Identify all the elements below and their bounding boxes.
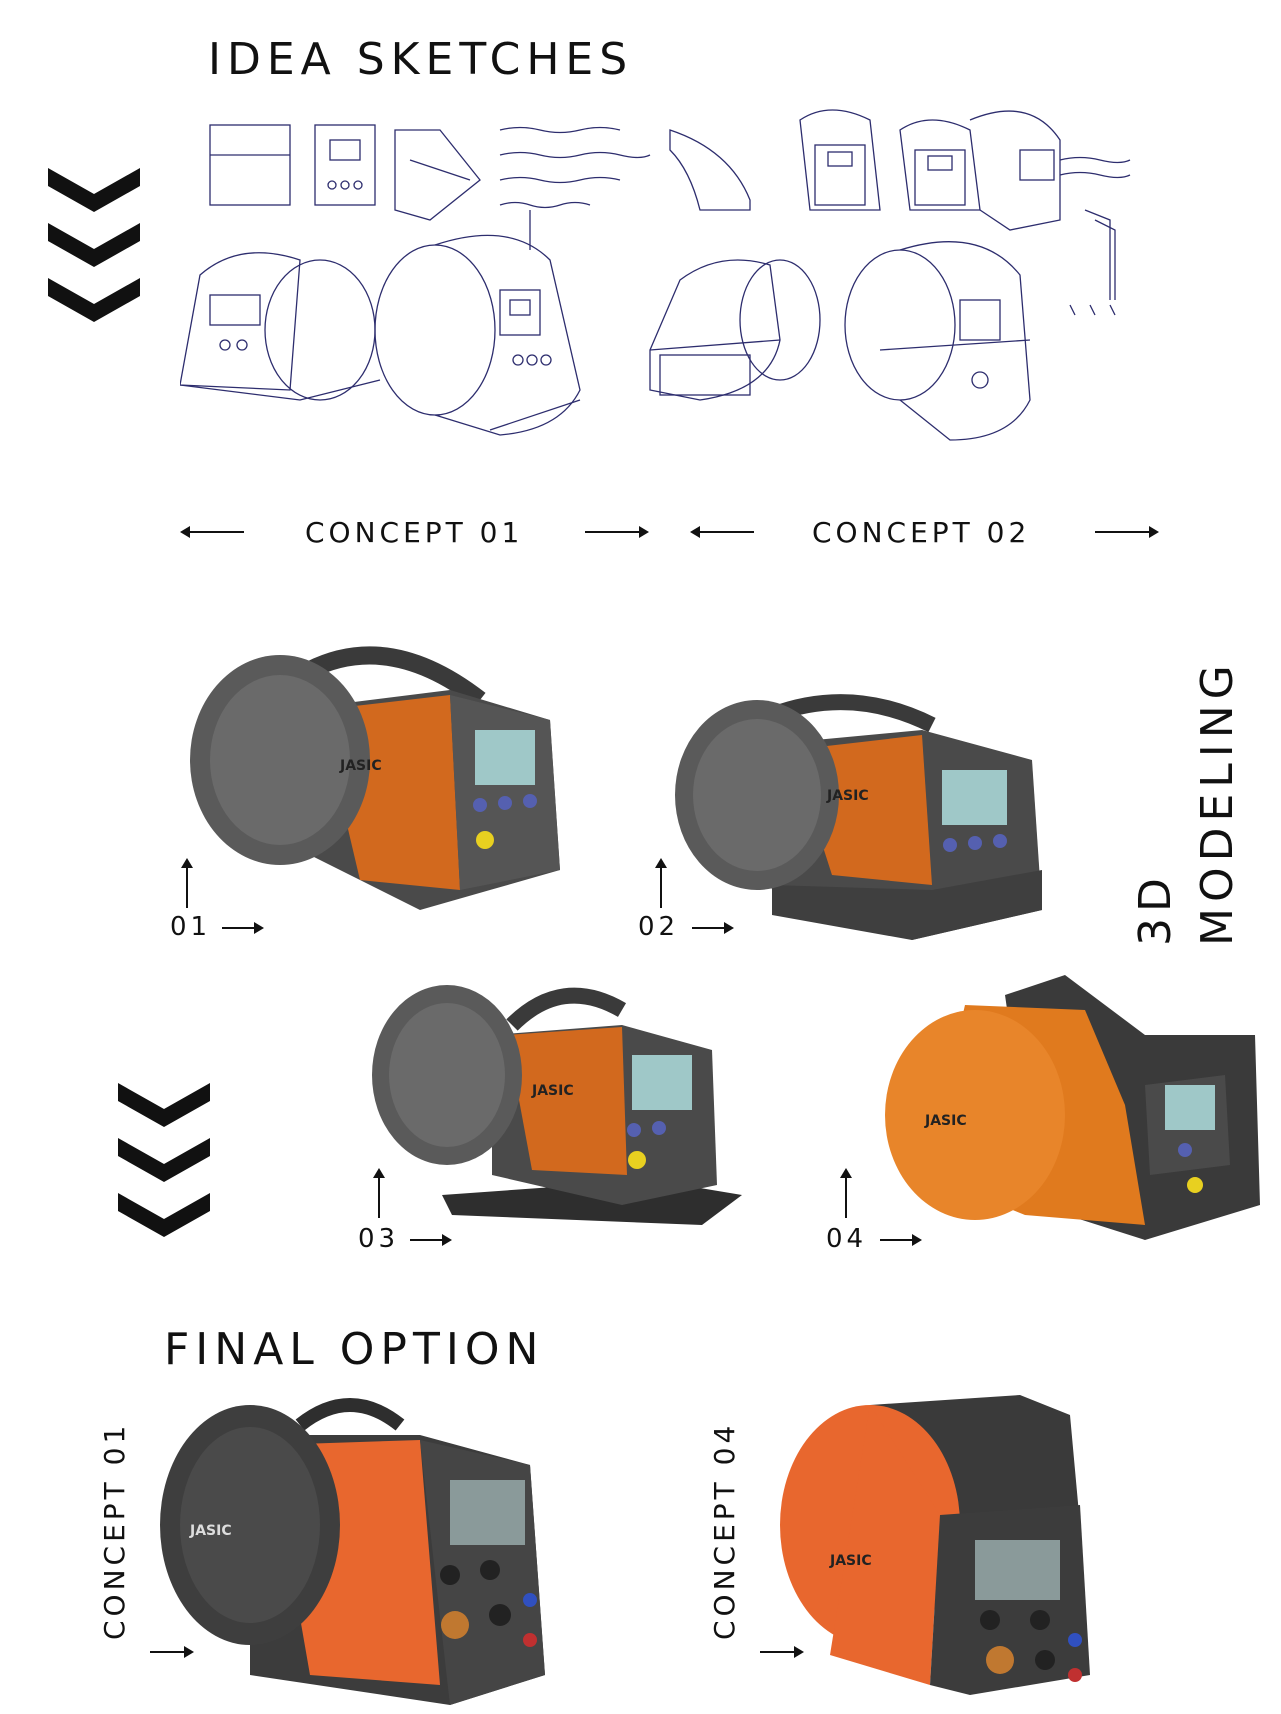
final-concept-04-render: JASIC (780, 1395, 1090, 1695)
right-arrow-icon (585, 526, 649, 538)
final-option-title: FINAL OPTION (164, 1324, 545, 1375)
final-concept-01-render: JASIC (160, 1398, 545, 1705)
model-04-render: JASIC (885, 975, 1260, 1240)
idea-sketch-drawing (179, 109, 1131, 441)
right-arrow-icon (692, 922, 734, 934)
right-arrow-icon (880, 1234, 922, 1246)
model-01-label: 01 (170, 912, 212, 942)
up-arrow-icon (181, 858, 193, 908)
model-02-render: JASIC (675, 694, 1042, 940)
right-arrow-icon (760, 1646, 804, 1658)
final-concept-01-label: CONCEPT 01 (98, 1421, 131, 1640)
left-arrow-icon (180, 526, 244, 538)
brand-label: JASIC (189, 1523, 232, 1539)
right-arrow-icon (1095, 526, 1159, 538)
model-04-label: 04 (826, 1224, 868, 1254)
chevron-down-icon (48, 168, 140, 322)
brand-label: JASIC (826, 788, 869, 804)
brand-label: JASIC (829, 1553, 872, 1569)
brand-label: JASIC (339, 758, 382, 774)
model-01-render: JASIC (190, 646, 560, 910)
modeling-title-line2: MODELING (1192, 659, 1243, 946)
concept-02-sketch-label: CONCEPT 02 (812, 516, 1031, 549)
modeling-title-line1: 3D (1130, 872, 1181, 946)
sketch-sheet (179, 100, 1250, 500)
right-arrow-icon (222, 922, 264, 934)
right-arrow-icon (150, 1646, 194, 1658)
left-arrow-icon (690, 526, 754, 538)
concept-01-sketch-label: CONCEPT 01 (305, 516, 524, 549)
idea-sketches-title: IDEA SKETCHES (208, 34, 634, 85)
model-03-label: 03 (358, 1224, 400, 1254)
brand-label: JASIC (924, 1113, 967, 1129)
brand-label: JASIC (531, 1083, 574, 1099)
model-03-render: JASIC (372, 985, 742, 1225)
up-arrow-icon (373, 1168, 385, 1218)
model-02-label: 02 (638, 912, 680, 942)
chevron-down-icon (118, 1083, 210, 1237)
right-arrow-icon (410, 1234, 452, 1246)
final-concept-04-label: CONCEPT 04 (708, 1421, 741, 1640)
up-arrow-icon (840, 1168, 852, 1218)
up-arrow-icon (655, 858, 667, 908)
